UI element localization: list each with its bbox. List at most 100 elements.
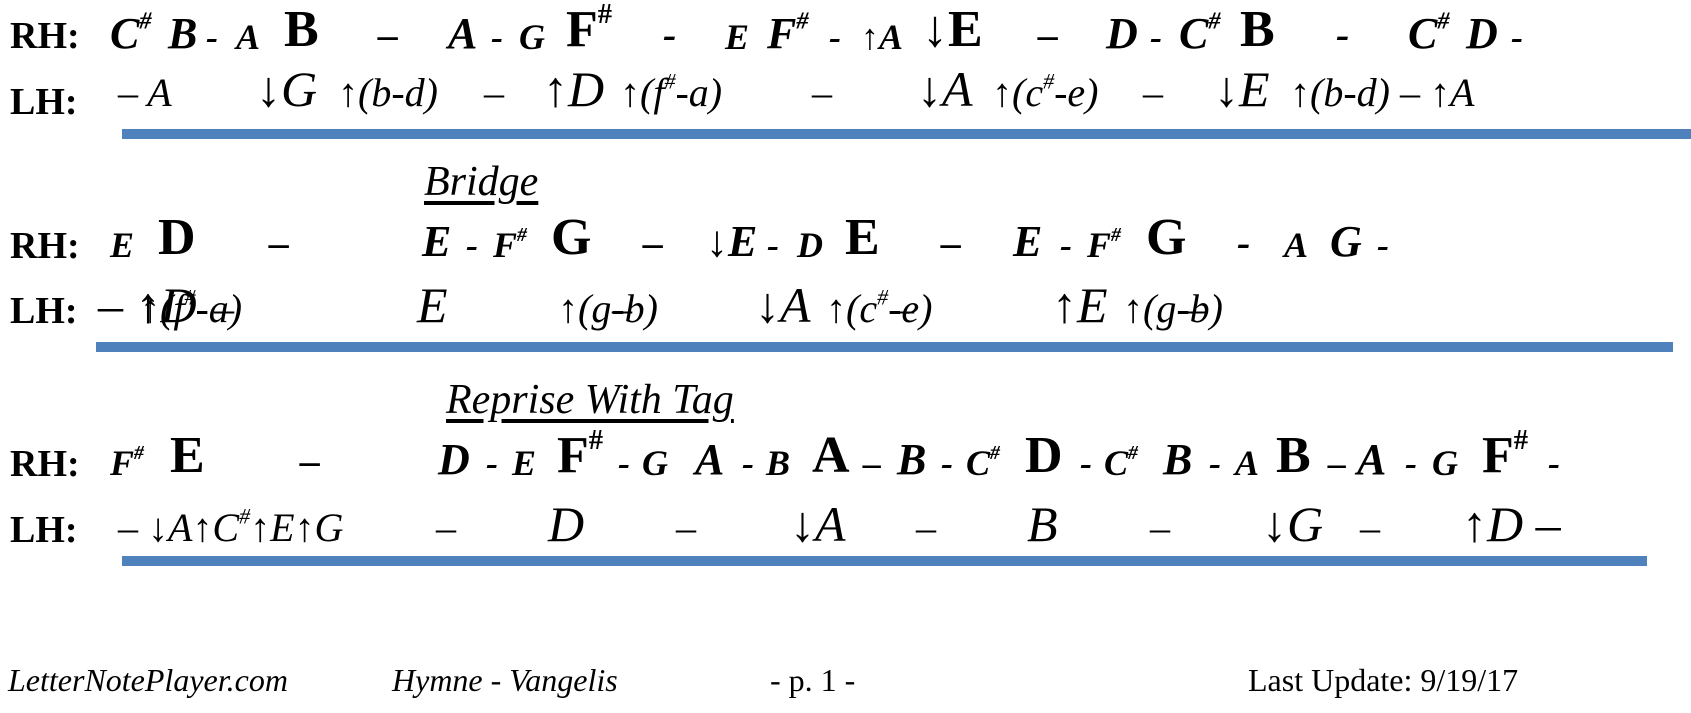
rh-note: A — [448, 8, 478, 58]
rh-note: F# — [1087, 224, 1121, 265]
rh-note: A — [1235, 442, 1260, 483]
rh-note: D — [1106, 8, 1138, 58]
lh-note: ↓A — [790, 496, 846, 552]
lh-note: D — [548, 496, 585, 552]
rh-note: B — [1240, 1, 1275, 59]
rh-note: C# — [1408, 7, 1450, 58]
lh-note: ↑(g-b) — [558, 286, 658, 332]
rh-note: - — [1405, 442, 1417, 483]
lh-note: – A — [118, 70, 172, 116]
line1-lh: LH: – A↓G↑(b-d)–↑D↑(f#-a)–↓A↑(c#-e)–↓E↑(… — [0, 64, 1691, 128]
line1-rule — [122, 129, 1691, 139]
rh-note: E — [422, 216, 452, 266]
rh-note: C# — [966, 442, 1000, 483]
rh-note: – — [269, 220, 289, 266]
rh-note: B — [284, 1, 319, 59]
rh-note: E — [1013, 216, 1043, 266]
lh-note: ↑(f#-a) — [140, 284, 243, 332]
lh-label: LH: — [10, 290, 78, 332]
rh-note: C# — [1179, 7, 1221, 58]
rh-note: A — [812, 427, 850, 485]
rh-note: D — [158, 209, 196, 267]
line3-lh: LH: – ↓A↑C#↑E↑G–D–↓A–B–↓G–↑D – — [0, 496, 1691, 556]
rh-note: – — [643, 220, 663, 266]
rh-note: G — [1432, 442, 1458, 483]
rh-note: - — [1237, 220, 1251, 266]
rh-note: - — [1548, 442, 1560, 483]
lh-note: ↑(c#-e) — [826, 284, 933, 332]
rh-note: G — [551, 209, 592, 267]
line2-lh: LH: – ↑D↑(f#-a)–E↑(g-b)–↓A↑(c#-e)–↑E↑(g-… — [0, 277, 1691, 337]
footer-page: - p. 1 - — [770, 662, 856, 698]
lh-note: E — [417, 277, 448, 333]
lh-note: – ↓A↑C#↑E↑G — [118, 503, 344, 551]
rh-note: ↓E — [706, 216, 758, 266]
rh-note: – — [378, 12, 398, 58]
lh-note: ↑E — [1052, 277, 1108, 333]
rh-note: F# — [767, 7, 809, 58]
rh-note: D — [438, 434, 470, 484]
rh-note: B — [1163, 434, 1193, 484]
rh-note: - — [466, 224, 478, 265]
lh-note: ↑(b-d) – ↑A — [1290, 70, 1475, 116]
rh-note: C# — [110, 7, 152, 58]
lh-note: B — [1027, 496, 1058, 552]
rh-note: G — [519, 16, 545, 57]
rh-note: F# — [566, 0, 613, 59]
lh-note: – — [1143, 70, 1163, 116]
rh-note: - — [491, 16, 503, 57]
rh-label: RH: — [10, 225, 80, 267]
rh-label: RH: — [10, 443, 80, 485]
bridge-heading: Bridge — [424, 159, 539, 205]
rh-note: - — [663, 12, 677, 58]
lh-note: ↑D — [543, 61, 605, 117]
rh-note: A — [695, 434, 725, 484]
lh-label: LH: — [10, 509, 78, 551]
footer-update: Last Update: 9/19/17 — [1248, 662, 1519, 698]
lh-note: ↓E — [1214, 61, 1270, 117]
rh-note: G — [1146, 209, 1187, 267]
rh-note: B — [766, 442, 791, 483]
rh-note: ↑A — [861, 16, 904, 57]
rh-note: E — [512, 442, 537, 483]
lh-note: – — [916, 505, 936, 551]
rh-note: E — [110, 224, 135, 265]
rh-note: - — [1336, 12, 1350, 58]
lh-note: ↑(g-b) — [1123, 286, 1223, 332]
lh-label: LH: — [10, 81, 78, 123]
rh-note: - — [742, 442, 754, 483]
rh-note: - — [1377, 224, 1389, 265]
rh-label: RH: — [10, 15, 80, 57]
rh-note: - — [767, 224, 779, 265]
rh-note: - — [1511, 16, 1523, 57]
reprise-heading: Reprise With Tag — [446, 377, 734, 423]
rh-note: D — [797, 224, 823, 265]
rh-note: E — [845, 209, 880, 267]
rh-note: E — [170, 427, 205, 485]
rh-note: D — [1025, 427, 1063, 485]
lh-note: ↓A — [755, 277, 811, 333]
rh-note: F# — [557, 425, 604, 485]
rh-note: - — [941, 442, 953, 483]
lh-note: ↑D – — [1462, 496, 1561, 552]
lh-note: ↓A — [917, 61, 973, 117]
lh-note: ↑(f#-a) — [620, 68, 723, 116]
lh-note: ↑(c#-e) — [992, 68, 1099, 116]
rh-note: - — [1080, 442, 1092, 483]
rh-note: F# — [493, 224, 527, 265]
rh-note: E — [725, 16, 750, 57]
lh-note: – ↑D — [98, 277, 197, 333]
rh-note: - — [829, 16, 841, 57]
rh-note: – — [863, 442, 881, 483]
lh-note: – — [612, 286, 632, 332]
rh-note: – — [300, 438, 320, 484]
rh-note: A — [236, 16, 261, 57]
rh-note: C# — [1104, 442, 1138, 483]
rh-note: - — [1060, 224, 1072, 265]
lh-note: – — [436, 505, 456, 551]
lh-note: – — [1150, 505, 1170, 551]
lh-note: – — [1187, 286, 1207, 332]
